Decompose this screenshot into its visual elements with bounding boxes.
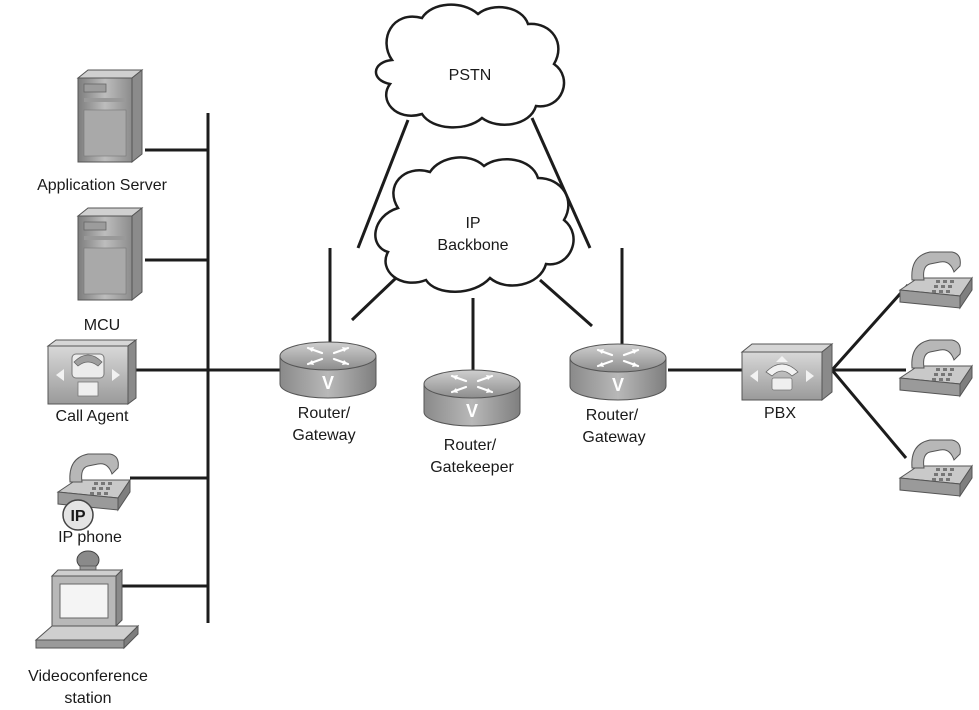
- router-gateway-right: V Router/ Gateway: [568, 342, 668, 446]
- telephone-icon: [899, 251, 973, 309]
- mcu: MCU: [77, 207, 143, 334]
- link-pstn-router-left-a: [356, 119, 410, 249]
- link-backbone-router-left: [350, 276, 398, 322]
- call-agent-label: Call Agent: [56, 408, 129, 425]
- ip-phone-icon: [57, 453, 131, 511]
- router-glyph: V: [466, 401, 478, 421]
- server-tower-icon: [77, 207, 143, 301]
- call-agent: Call Agent: [46, 339, 138, 425]
- router-gatekeeper-label-line1: Router/: [444, 437, 497, 454]
- mcu-label: MCU: [84, 317, 120, 334]
- pbx-icon: [740, 342, 834, 402]
- link-backbone-router-right: [539, 278, 593, 328]
- router-gatekeeper: V Router/ Gatekeeper: [422, 368, 522, 476]
- ip-badge-label: IP: [70, 508, 85, 525]
- videoconference-station: Videoconference station: [28, 550, 148, 707]
- videoconference-label-line2: station: [64, 690, 111, 707]
- router-glyph: V: [322, 373, 334, 393]
- router-gateway-left-label-line2: Gateway: [292, 427, 355, 444]
- call-agent-icon: [46, 339, 138, 405]
- link-pstn-router-right-a: [530, 117, 592, 249]
- ip-backbone-cloud: IP Backbone: [374, 156, 575, 293]
- router-gateway-right-label-line2: Gateway: [582, 429, 645, 446]
- ip-phone: IP IP phone: [57, 453, 131, 546]
- pstn-cloud: PSTN: [374, 3, 566, 129]
- pbx-label: PBX: [764, 405, 796, 422]
- telephone-icon: [899, 439, 973, 497]
- server-tower-icon: [77, 69, 143, 163]
- router-gateway-right-label-line1: Router/: [586, 407, 639, 424]
- ip-backbone-label-line2: Backbone: [437, 237, 508, 254]
- router-gateway-left-label-line1: Router/: [298, 405, 351, 422]
- pstn-label: PSTN: [449, 67, 492, 84]
- router-gateway-left: V Router/ Gateway: [278, 340, 378, 444]
- link-pbx-phone-1: [830, 284, 910, 371]
- link-pbx-phone-3: [830, 369, 908, 459]
- router-gatekeeper-label-line2: Gatekeeper: [430, 459, 514, 476]
- ip-phone-label: IP phone: [58, 529, 122, 546]
- videoconference-label-line1: Videoconference: [28, 668, 148, 685]
- application-server-label: Application Server: [37, 177, 168, 194]
- links: [122, 113, 910, 623]
- ip-badge: [62, 499, 94, 531]
- videoconference-station-icon: [34, 550, 140, 650]
- router-glyph: V: [612, 375, 624, 395]
- pbx-phones: [899, 251, 973, 497]
- application-server: Application Server: [37, 69, 168, 194]
- ip-backbone-label-line1: IP: [465, 215, 480, 232]
- telephone-icon: [899, 339, 973, 397]
- pbx: PBX: [740, 342, 834, 422]
